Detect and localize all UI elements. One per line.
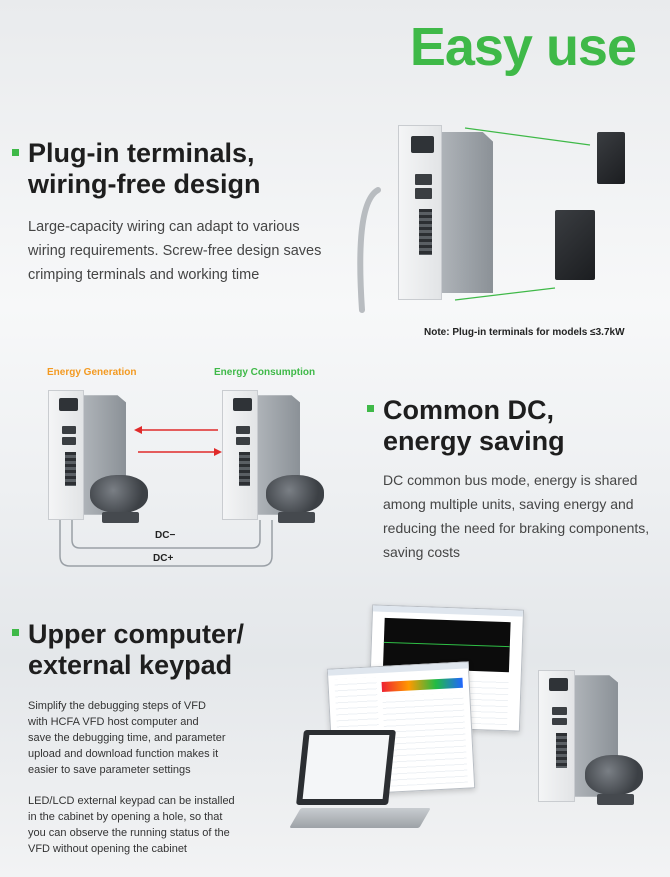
section-bullet-2 <box>367 405 374 412</box>
laptop-image <box>289 730 435 845</box>
label-dc-minus: DC− <box>155 530 176 541</box>
section2-text-line4: saving costs <box>383 544 461 560</box>
section3-para1-line3: save the debugging time, and parameter <box>28 732 226 744</box>
plug-terminal-bottom-image <box>555 210 595 280</box>
plug-terminal-top-image <box>597 132 625 184</box>
section3-para2-line2: in the cabinet by opening a hole, so tha… <box>28 811 223 823</box>
section1-title: Plug-in terminals, wiring-free design <box>28 138 261 200</box>
section3-title-line1: Upper computer/ <box>28 619 245 649</box>
common-dc-illustration <box>30 380 340 580</box>
section3-paragraph2: LED/LCD external keypad can be installed… <box>28 793 248 857</box>
section1-description: Large-capacity wiring can adapt to vario… <box>28 215 321 287</box>
motor-image-3 <box>585 755 643 805</box>
vfd-drive-image-3 <box>538 670 618 802</box>
section2-text-line3: reducing the need for braking components… <box>383 520 650 536</box>
vfd-drive-image <box>398 125 493 300</box>
section2-text-line2: among multiple units, saving energy and <box>383 496 634 512</box>
section3-para2-line3: you can observe the running status of th… <box>28 827 230 839</box>
section2-title-line1: Common DC, <box>383 395 554 425</box>
section1-text-line2: wiring requirements. Screw-free design s… <box>28 243 322 259</box>
section2-description: DC common bus mode, energy is shared amo… <box>383 468 663 564</box>
section2-title-line2: energy saving <box>383 426 565 456</box>
section3-para1-line5: easier to save parameter settings <box>28 764 191 776</box>
motor-generation-image <box>90 475 148 523</box>
section1-title-line1: Plug-in terminals, <box>28 138 255 168</box>
section3-title-line2: external keypad <box>28 650 233 680</box>
section2-title: Common DC, energy saving <box>383 395 565 457</box>
section3-para1-line4: upload and download function makes it <box>28 748 219 760</box>
label-dc-plus: DC+ <box>153 553 174 564</box>
section3-paragraph1: Simplify the debugging steps of VFD with… <box>28 698 248 778</box>
section1-title-line2: wiring-free design <box>28 169 261 199</box>
section2-text-line1: DC common bus mode, energy is shared <box>383 472 638 488</box>
section1-note: Note: Plug-in terminals for models ≤3.7k… <box>424 327 625 338</box>
page-title: Easy use <box>409 17 637 77</box>
cable-graphic <box>357 127 591 313</box>
section1-text-line1: Large-capacity wiring can adapt to vario… <box>28 219 300 235</box>
section3-title: Upper computer/ external keypad <box>28 619 244 681</box>
motor-consumption-image <box>266 475 324 523</box>
label-energy-consumption: Energy Consumption <box>214 367 316 378</box>
section3-para2-line1: LED/LCD external keypad can be installed <box>28 795 235 807</box>
section-bullet-3 <box>12 629 19 636</box>
plug-in-terminal-illustration <box>350 110 650 320</box>
dc-bus-lines <box>59 426 273 567</box>
section3-para1-line1: Simplify the debugging steps of VFD <box>28 700 206 712</box>
section3-para2-line4: VFD without opening the cabinet <box>28 843 187 855</box>
section-bullet-1 <box>12 149 19 156</box>
section1-text-line3: crimping terminals and working time <box>28 267 260 283</box>
section3-para1-line2: with HCFA VFD host computer and <box>28 716 199 728</box>
host-computer-illustration <box>289 604 660 855</box>
label-energy-generation: Energy Generation <box>47 367 137 378</box>
